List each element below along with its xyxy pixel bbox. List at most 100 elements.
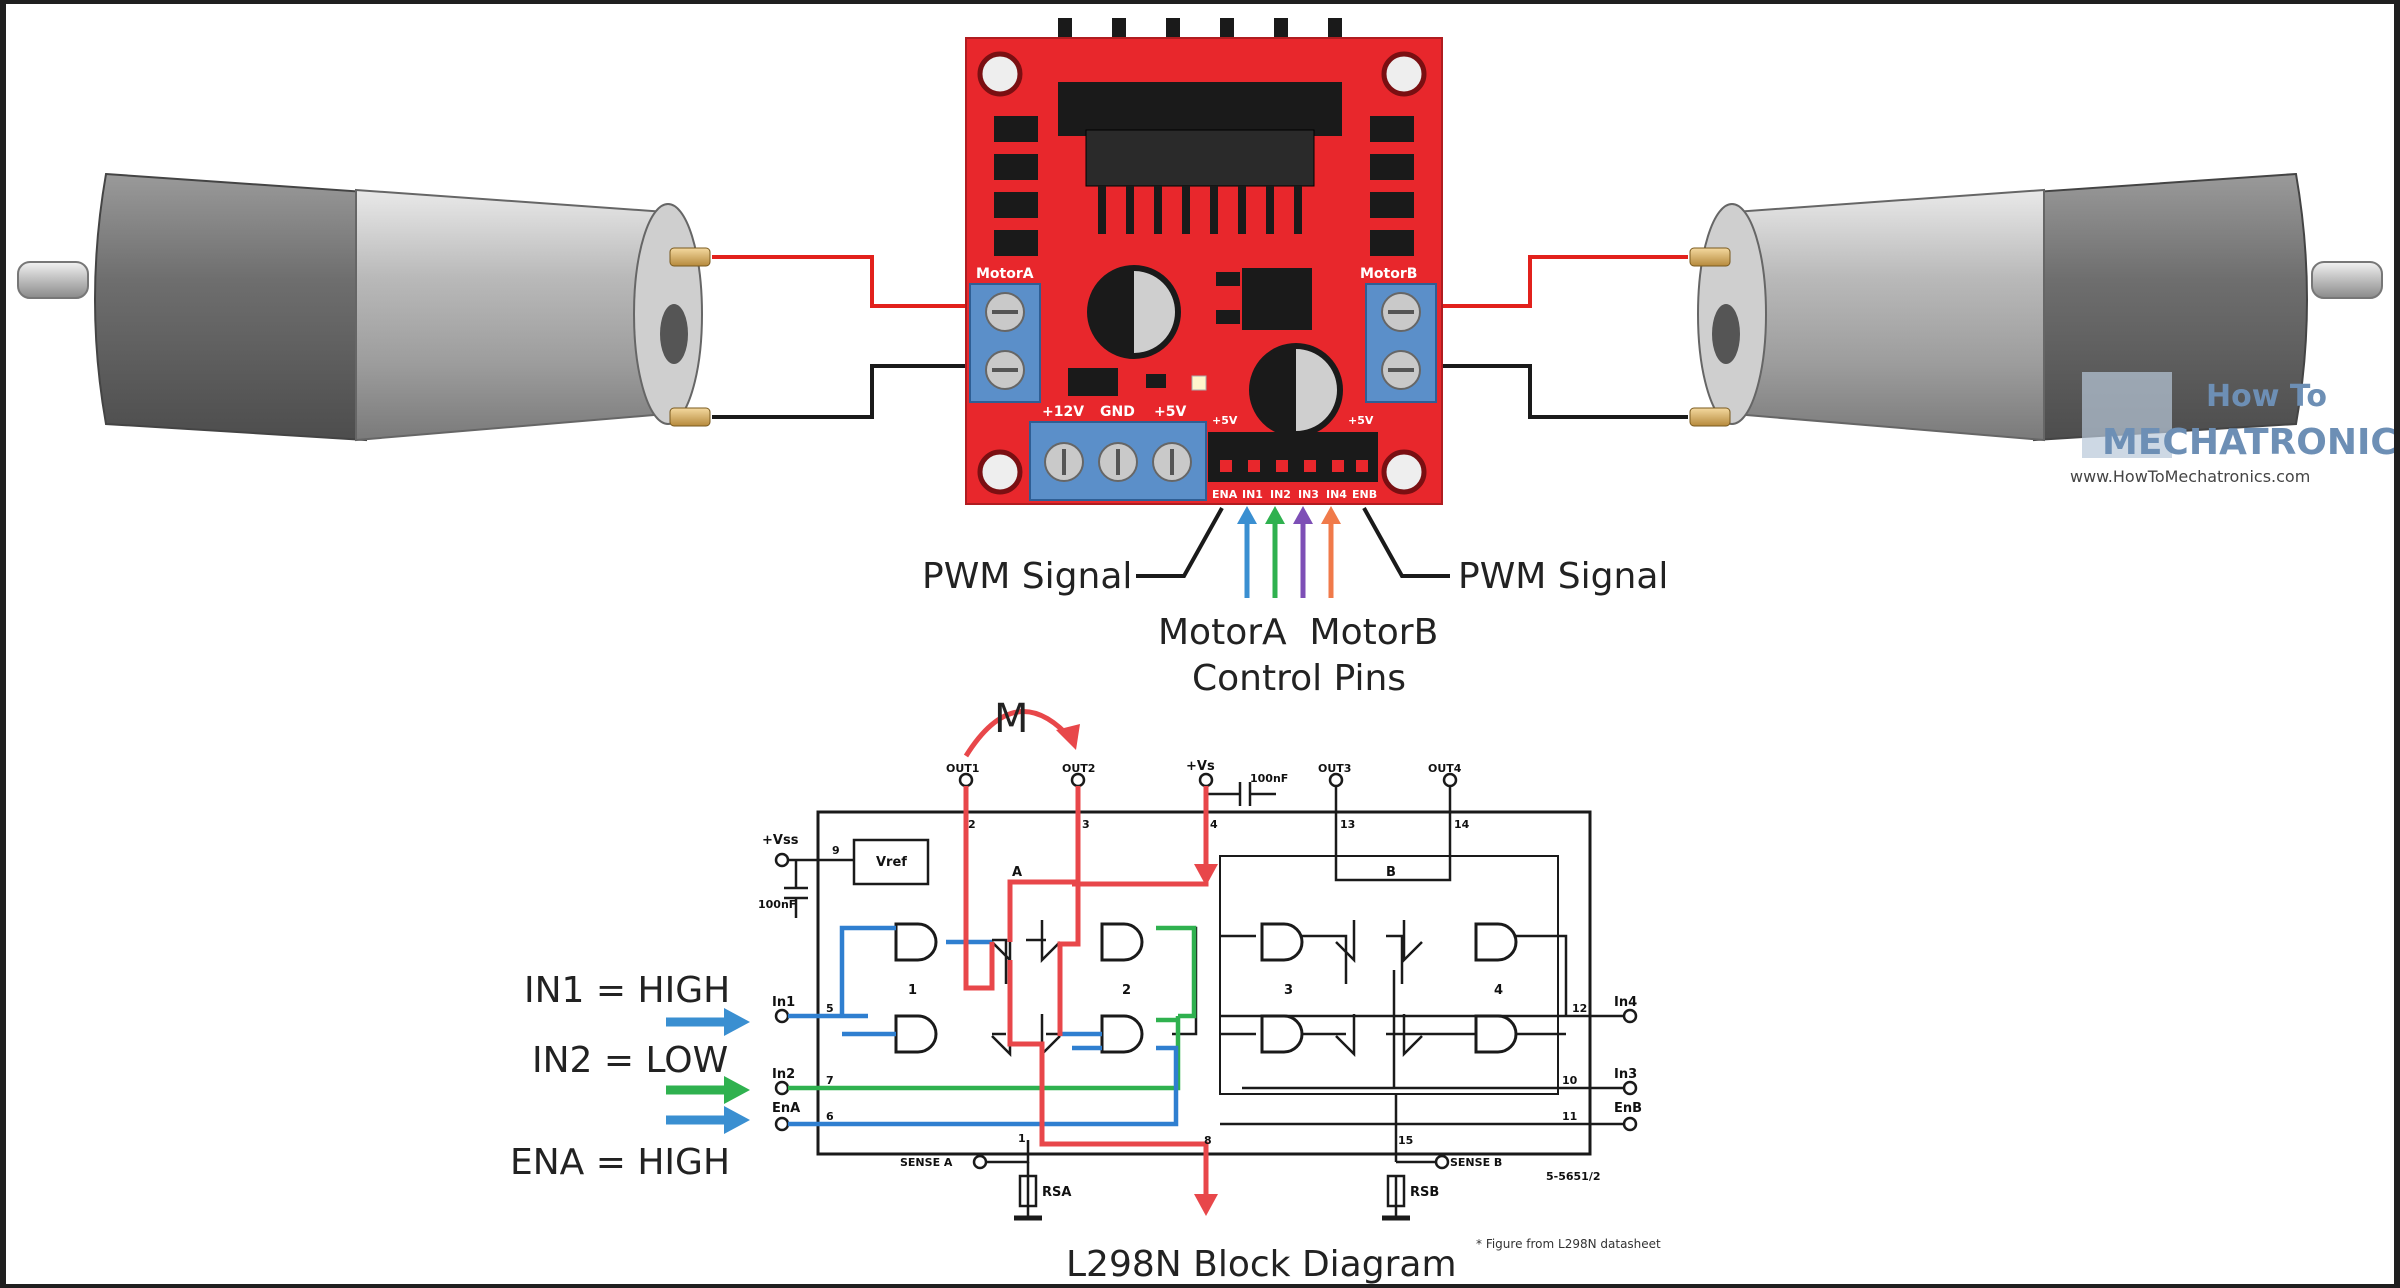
and-gate (1102, 1016, 1142, 1052)
pin-terminal (1624, 1010, 1636, 1022)
motor-a-label: MotorA (976, 266, 1034, 282)
arrow-in1-head (1237, 506, 1257, 524)
pin-num-3: 3 (1082, 818, 1090, 831)
diode (1370, 116, 1414, 142)
transistor (1404, 920, 1422, 960)
datasheet-footnote: * Figure from L298N datasheet (1476, 1237, 1661, 1251)
header-pin-hole (1304, 460, 1316, 472)
block-diagram-title: L298N Block Diagram (1066, 1244, 1457, 1284)
right-motor-body (1734, 190, 2044, 440)
pin-terminal (1330, 774, 1342, 786)
header-pin-hole (1220, 460, 1232, 472)
control-pins-label-line1: MotorA MotorB (1158, 612, 1438, 653)
diode (994, 230, 1038, 256)
out3-label: OUT3 (1318, 762, 1351, 775)
gate-2-label: 2 (1122, 983, 1131, 998)
right-motor-terminal-top (1690, 248, 1730, 266)
power-jumper (1068, 368, 1118, 396)
ena-arrow-head (724, 1106, 750, 1134)
rsb-label: RSB (1410, 1185, 1439, 1200)
pin-num-8: 8 (1204, 1134, 1212, 1147)
vref-label: Vref (876, 855, 907, 870)
pwm-left-line (1136, 508, 1222, 576)
header-pin-hole (1248, 460, 1260, 472)
left-motor-gearbox (95, 174, 366, 440)
pin-num-15: 15 (1398, 1134, 1413, 1147)
rsa-label: RSA (1042, 1185, 1071, 1200)
and-gate (1262, 1016, 1302, 1052)
wire-motor-b-red (1426, 257, 1688, 306)
arrow-head-ground (1194, 1194, 1218, 1216)
cap-100nf-top-label: 100nF (1250, 772, 1288, 785)
gate-1-label: 1 (908, 983, 917, 998)
pin-num-11: 11 (1562, 1110, 1577, 1123)
green-path (1156, 928, 1194, 1016)
red-path (1010, 786, 1078, 942)
arrow-in2-head (1265, 506, 1285, 524)
control-pins-label-line2: Control Pins (1192, 658, 1406, 699)
pin-in3: IN3 (1298, 488, 1319, 501)
pin-num-5: 5 (826, 1002, 834, 1015)
in2-label: In2 (772, 1067, 795, 1082)
header-pin-hole (1276, 460, 1288, 472)
motor-b-label: MotorB (1360, 266, 1417, 282)
pin-num-6: 6 (826, 1110, 834, 1123)
heatsink-body (1058, 82, 1342, 136)
pin-terminal (1200, 774, 1212, 786)
and-gate (1476, 1016, 1516, 1052)
out4-label: OUT4 (1428, 762, 1462, 775)
schematic: M OUT1 OUT2 OUT3 OUT4 +Vs 100nF +Vss 100… (758, 696, 1661, 1284)
out1-label: OUT1 (946, 762, 979, 775)
watermark-line2: MECHATRONICS (2102, 422, 2394, 463)
left-motor-terminal-top (670, 248, 710, 266)
diode (994, 116, 1038, 142)
pwm-signal-right-label: PWM Signal (1458, 556, 1668, 597)
cap-100nf-left-label: 100nF (758, 898, 796, 911)
pin-ena: ENA (1212, 488, 1238, 501)
pin-terminal (1436, 1156, 1448, 1168)
in2-arrow-head (724, 1076, 750, 1104)
out2-label: OUT2 (1062, 762, 1095, 775)
in1-label: In1 (772, 995, 795, 1010)
pin-num-9: 9 (832, 844, 840, 857)
and-gate (1102, 924, 1142, 960)
regulator-tab (1216, 272, 1240, 286)
wire-motor-b-black (1426, 366, 1688, 417)
input-state: IN1 = HIGH IN2 = LOW ENA = HIGH (510, 970, 750, 1183)
control-header (1208, 432, 1378, 482)
ena-high-label: ENA = HIGH (510, 1142, 730, 1183)
smd-part (1146, 374, 1166, 388)
enb-label: EnB (1614, 1101, 1642, 1116)
header-pin-hole (1356, 460, 1368, 472)
arrow-in4-head (1321, 506, 1341, 524)
pin-terminal (776, 854, 788, 866)
label-jumper-5v-right: +5V (1348, 414, 1374, 427)
left-motor-shaft (18, 262, 88, 298)
and-gate (1476, 924, 1516, 960)
pin-terminal (960, 774, 972, 786)
pin-enb: ENB (1352, 488, 1377, 501)
red-path (1060, 886, 1078, 1036)
mount-hole (1384, 452, 1424, 492)
gate-3-label: 3 (1284, 983, 1293, 998)
pin-num-12: 12 (1572, 1002, 1587, 1015)
pin-in4: IN4 (1326, 488, 1347, 501)
pin-terminal (1624, 1082, 1636, 1094)
voltage-regulator (1242, 268, 1312, 330)
arrow-in3-head (1293, 506, 1313, 524)
watermark: How To MECHATRONICS www.HowToMechatronic… (2070, 372, 2394, 486)
l298n-diagram: MotorA MotorB +12V GND +5V +5V +5V ENA I… (6, 4, 2394, 1284)
mount-hole (1384, 54, 1424, 94)
in3-label: In3 (1614, 1067, 1637, 1082)
vss-label: +Vss (762, 833, 799, 848)
and-gate (896, 1016, 936, 1052)
sense-b-label: SENSE B (1450, 1156, 1502, 1169)
vs-label: +Vs (1186, 759, 1215, 774)
wire-motor-a-red (712, 257, 986, 306)
left-motor-body (356, 190, 666, 440)
header-pin-hole (1332, 460, 1344, 472)
diode (994, 154, 1038, 180)
power-led (1192, 376, 1206, 390)
mount-hole (980, 452, 1020, 492)
regulator-tab (1216, 310, 1240, 324)
